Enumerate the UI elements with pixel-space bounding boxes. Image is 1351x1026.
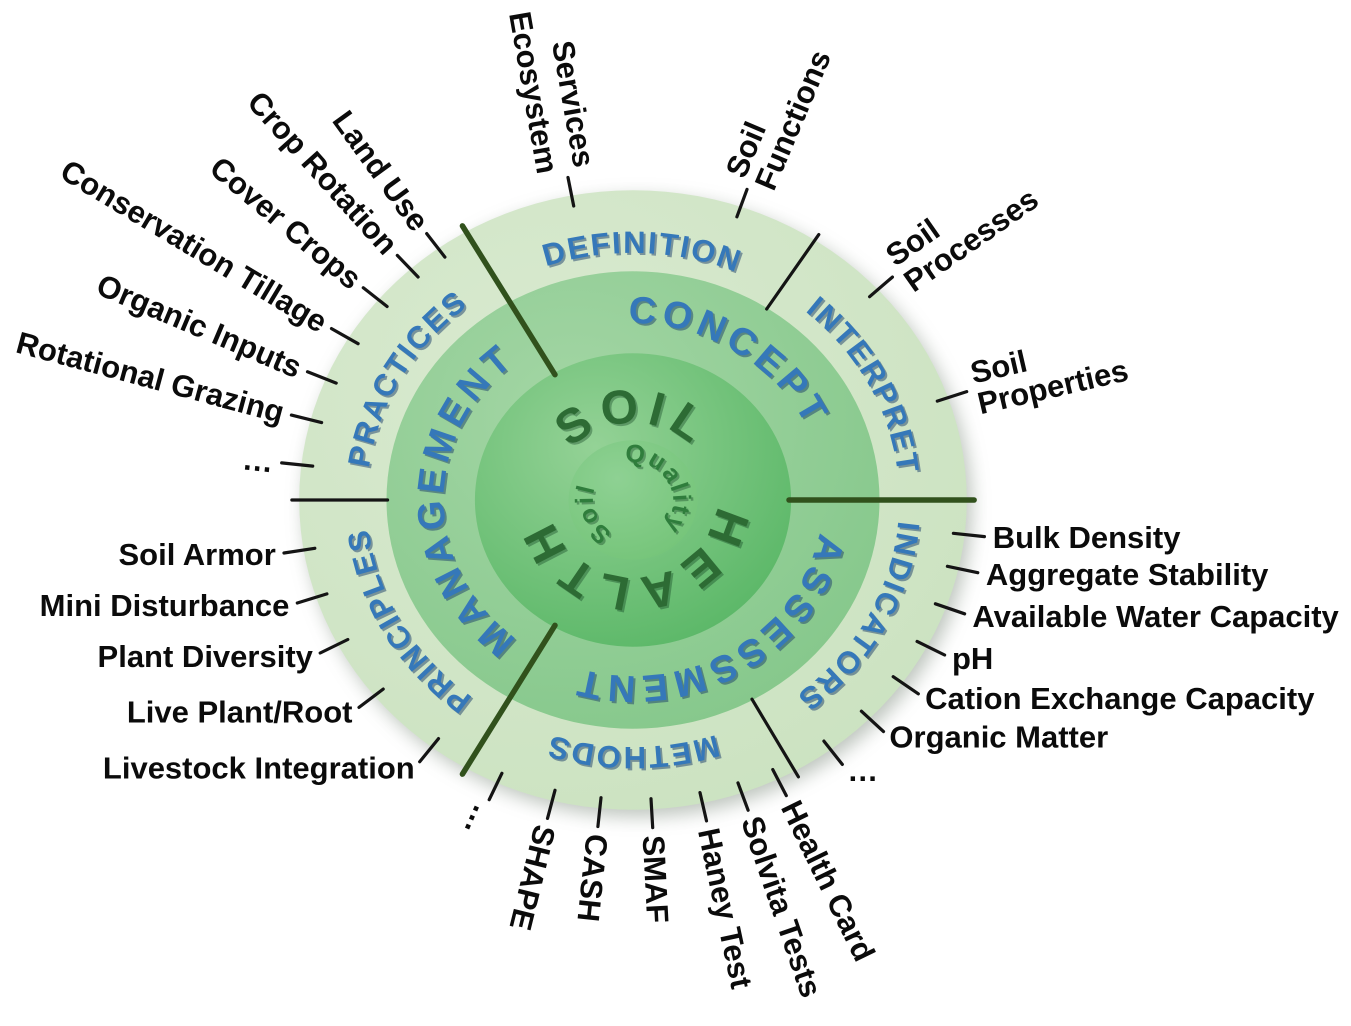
label-smaf: SMAF [636,834,676,924]
label-bulk-density: Bulk Density [993,520,1182,555]
connector-cash-methods [596,796,603,829]
connector-bulk-density-indicators [951,531,987,539]
connector-conservation-tillage-practices [329,327,360,346]
connector-cover-crops-practices [361,286,389,309]
label-soil-properties: SoilProperties [967,322,1131,421]
inner-disc [568,440,698,560]
label-available-water-capacity: Available Water Capacity [972,599,1339,634]
connector-health-card-methods [771,767,788,798]
label-ph: pH [952,641,993,676]
connector-aggregate-stability-indicators [945,564,980,575]
label-livestock-integration: Livestock Integration [103,750,415,785]
sector-divider-major [459,223,558,378]
sector-divider-minor [765,232,821,311]
connector-soil-processes-interpret [867,275,895,299]
connector-organic-inputs-practices [305,370,338,385]
label-aggregate-stability: Aggregate Stability [986,557,1269,592]
connector-ecosystem-services-definition [566,175,576,208]
label-ellipsis-indicators: … [847,753,878,788]
connector-soil-armor-principles [282,546,317,555]
label-shape: SHAPE [503,822,563,934]
connector-shape-methods [545,788,557,821]
label-soil-armor: Soil Armor [118,537,275,572]
sector-divider-major [459,622,558,777]
connector-haney-test-methods [698,790,709,823]
connector-crop-rotation-practices [395,253,420,279]
label-ellipsis-methods: … [457,800,502,843]
label-ellipsis-practices: … [241,441,275,479]
connector-soil-properties-interpret [935,390,969,403]
connector-smaf-methods [649,797,655,830]
label-mini-disturbance: Mini Disturbance [40,588,290,623]
connector-rotational-grazing-practices [289,413,324,425]
connector-organic-matter-indicators [859,709,886,734]
connector-mini-disturbance-principles [295,592,329,605]
label-soil-processes: SoilProcesses [879,155,1044,299]
connector-ellipsis-indicators [822,739,844,767]
label-cation-exchange-capacity: Cation Exchange Capacity [925,681,1315,716]
label-cash: CASH [570,832,614,923]
label-ecosystem-services: EcosystemServices [502,2,602,176]
connector-soil-functions-definition [735,187,749,219]
label-live-plant-root: Live Plant/Root [127,695,353,730]
label-plant-diversity: Plant Diversity [98,639,314,674]
connector-available-water-capacity-indicators [933,602,967,616]
connector-land-use-practices [425,232,447,259]
connector-live-plant-root-principles [357,687,385,710]
connector-ph-indicators [915,639,947,657]
connector-solvita-tests-methods [736,781,750,812]
connector-livestock-integration-principles [418,736,441,764]
connector-plant-diversity-principles [318,637,350,655]
sector-divider-minor [750,697,800,779]
connector-ellipsis-methods [487,771,504,802]
label-soil-functions: SoilFunctions [719,33,838,195]
label-organic-matter: Organic Matter [889,720,1108,755]
connector-ellipsis-practices [280,461,315,468]
connector-cation-exchange-capacity-indicators [891,675,920,696]
